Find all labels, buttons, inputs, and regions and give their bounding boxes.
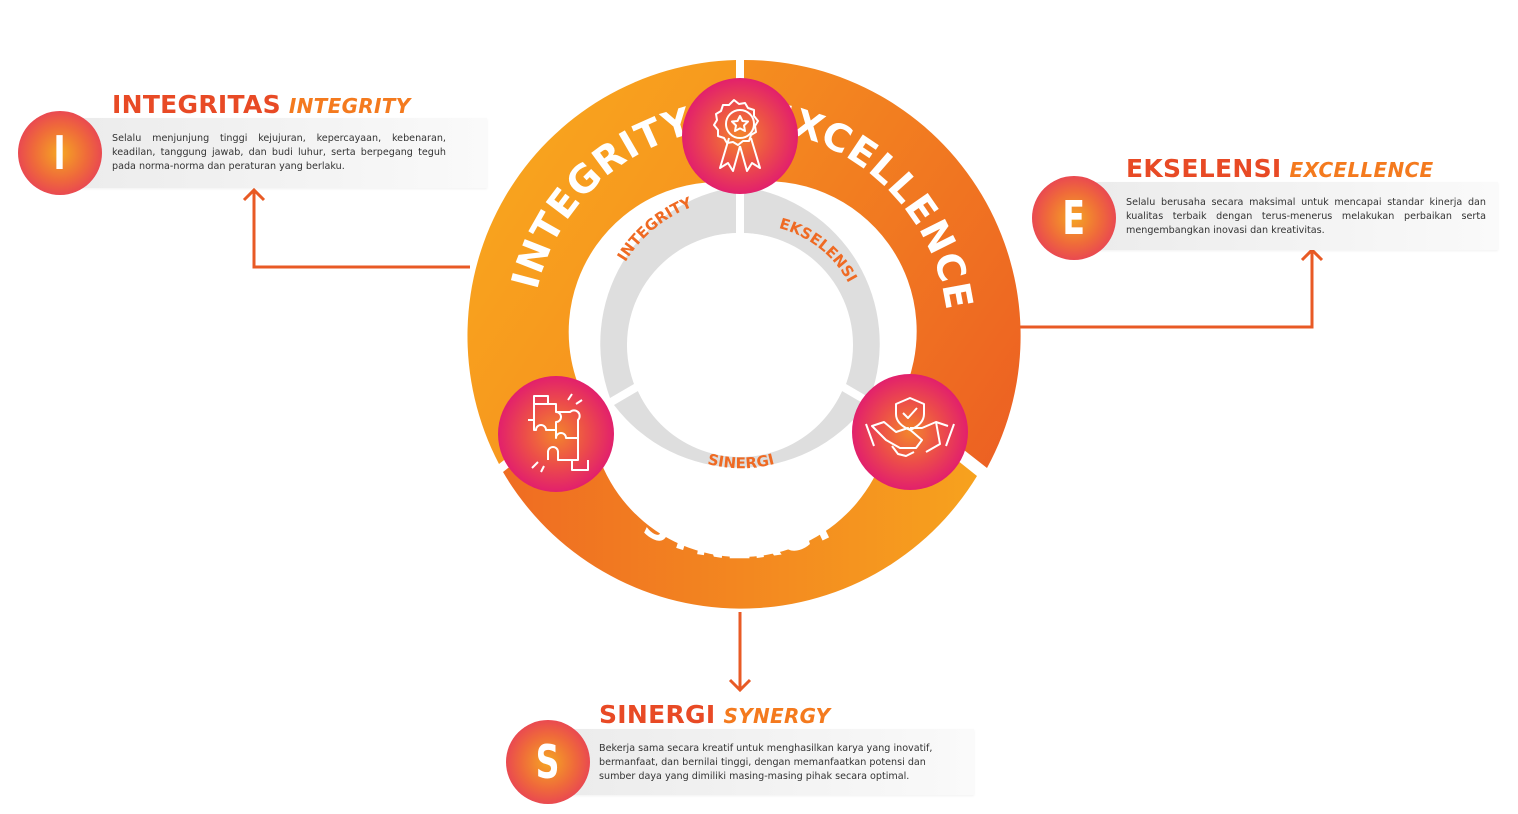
value-description: Bekerja sama secara kreatif untuk mengha… xyxy=(599,743,933,782)
outer-segment-excellence xyxy=(744,59,1021,468)
handshake-shield-icon xyxy=(865,397,955,457)
connector-lines xyxy=(242,187,1324,693)
letter-badge-e: E xyxy=(1032,176,1116,260)
value-title-sinergi: SINERGI SYNERGY xyxy=(599,700,830,729)
icon-badge-right xyxy=(852,374,968,490)
value-title-id: SINERGI xyxy=(599,700,716,729)
value-title-integritas: INTEGRITAS INTEGRITY xyxy=(112,90,410,119)
inner-label-sinergi: SINERGI xyxy=(706,450,776,472)
connector-integritas xyxy=(252,190,470,269)
letter-badge-i: I xyxy=(18,111,102,195)
letter-badge-s: S xyxy=(506,720,590,804)
award-ribbon-icon xyxy=(713,99,761,172)
value-description-box xyxy=(82,118,487,188)
value-description-box xyxy=(1096,182,1498,250)
letter-badge-text: E xyxy=(1062,191,1086,245)
inner-segment-ekselensi xyxy=(744,187,880,398)
arrowhead-sinergi xyxy=(728,678,752,693)
connector-ekselensi xyxy=(1016,250,1314,329)
letter-badge-text: I xyxy=(53,126,67,180)
outer-segment-integrity xyxy=(467,60,736,464)
value-title-en: INTEGRITY xyxy=(288,94,411,118)
outer-segment-synergy xyxy=(503,404,977,609)
value-description: Selalu menjunjung tinggi kejujuran, kepe… xyxy=(112,133,446,172)
value-title-id: EKSELENSI xyxy=(1126,154,1282,183)
value-description-box xyxy=(572,729,974,795)
inner-segment-integrity xyxy=(600,187,736,398)
inner-ring xyxy=(600,187,880,468)
value-title-id: INTEGRITAS xyxy=(112,90,281,119)
letter-badge-text: S xyxy=(536,735,560,789)
value-title-ekselensi: EKSELENSI EXCELLENCE xyxy=(1126,154,1433,183)
icon-badge-top xyxy=(682,78,798,194)
value-title-en: SYNERGY xyxy=(723,704,831,728)
icon-badge-left xyxy=(498,376,614,492)
inner-segment-sinergi xyxy=(614,391,866,468)
arrowhead-integritas xyxy=(242,187,266,202)
outer-ring xyxy=(467,59,1021,609)
center-white-disc xyxy=(628,233,852,457)
value-title-en: EXCELLENCE xyxy=(1289,158,1434,182)
value-description: Selalu berusaha secara maksimal untuk me… xyxy=(1126,197,1486,236)
arrowhead-ekselensi xyxy=(1300,247,1324,262)
puzzle-hands-icon xyxy=(528,393,589,473)
